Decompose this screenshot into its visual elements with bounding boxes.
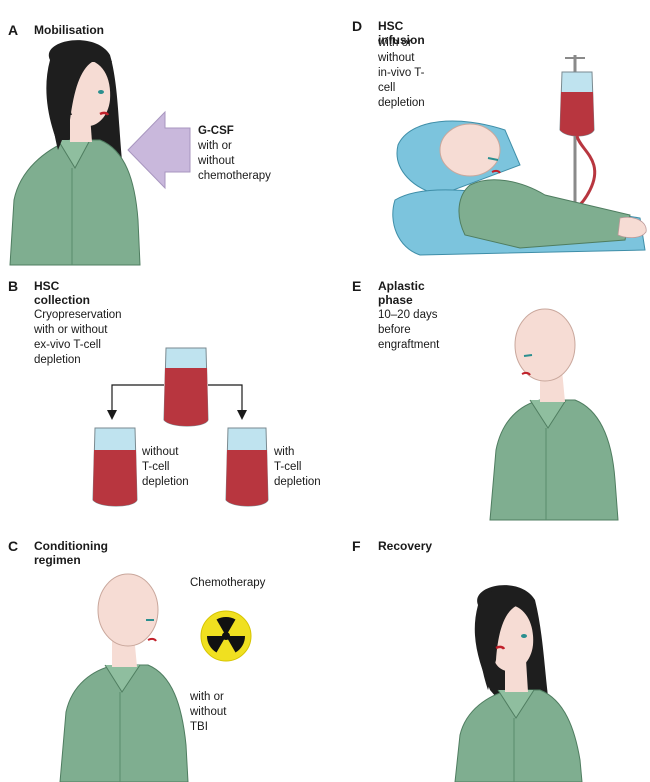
woman-with-hair-figure-f bbox=[0, 0, 650, 782]
